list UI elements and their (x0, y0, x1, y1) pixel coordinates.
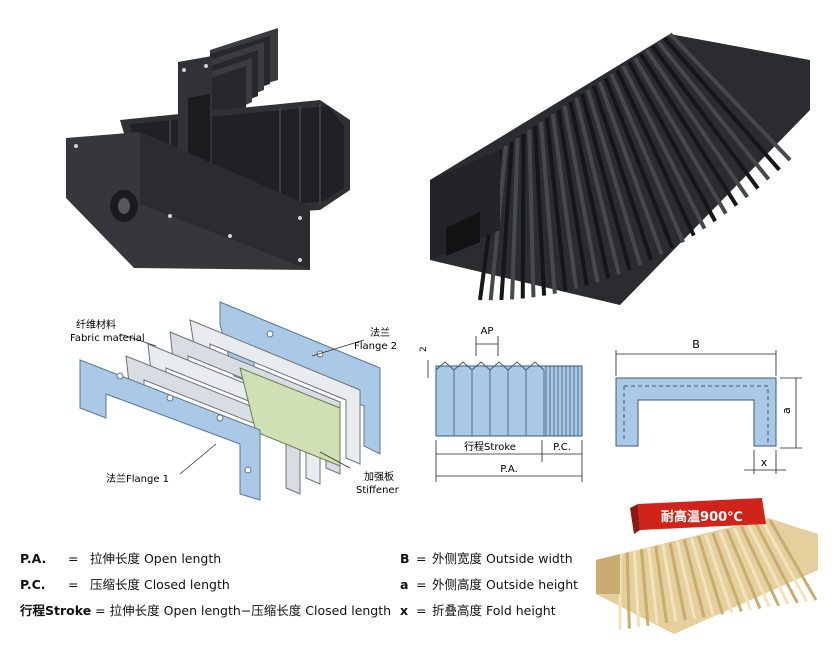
fold-line (633, 56, 728, 215)
fold-line (615, 69, 696, 237)
tan-fold-line (647, 547, 659, 625)
tan-fold-line (761, 520, 808, 603)
tan-fold-line (711, 532, 743, 612)
tan-fold-line (704, 534, 734, 614)
side-body (435, 361, 583, 437)
fold-line (499, 141, 514, 301)
tan-fold-line (725, 529, 762, 610)
long-bellows-photo (430, 32, 810, 305)
tan-end-flange (596, 554, 620, 594)
high-temp-bellows-photo: 耐高温900℃ (596, 498, 818, 634)
legend-row-b: B=外侧宽度 Outside width (400, 551, 573, 566)
pc-label: P.C. (553, 442, 571, 453)
fold-line (638, 52, 739, 207)
tan-fold-line (668, 542, 687, 621)
fold-line (586, 89, 643, 266)
fold-line (609, 73, 685, 243)
fold-line (603, 77, 675, 250)
fold-line (562, 105, 600, 283)
tan-fold-line (689, 537, 715, 617)
tan-fold-line (675, 540, 697, 619)
fold-line (556, 109, 589, 286)
fold-line (591, 85, 653, 261)
fold-line (574, 97, 621, 275)
tan-fold-line (632, 550, 641, 628)
tan-fold-line (661, 544, 678, 622)
x-label: x (761, 456, 768, 469)
fold-line (668, 32, 792, 162)
stepped-bellows-photo (66, 28, 350, 270)
fold-line (644, 48, 749, 199)
tan-fold-line (625, 552, 631, 629)
fold-line (621, 65, 707, 230)
fold-line (597, 81, 664, 255)
badge-text: 耐高温900℃ (661, 509, 743, 525)
tan-fold-line (747, 524, 790, 605)
stiffener-plate (239, 367, 341, 467)
tan-fold-line (740, 525, 781, 607)
fold-dim-label: 2 (419, 346, 429, 352)
tan-fold-line (639, 549, 650, 626)
fold-line (662, 36, 781, 172)
fold-line (580, 93, 632, 271)
u-section-shape (615, 377, 777, 447)
fold-line (544, 117, 568, 292)
stroke-label: 行程Stroke (464, 440, 516, 453)
stiffener-label-cn: 加强板 (364, 470, 394, 483)
legend-row-x: x=折叠高度 Fold height (400, 603, 556, 618)
fold-line (539, 121, 557, 294)
exploded-diagram: 纤维材料 Fabric material 法兰 Flange 2 法兰Flang… (70, 301, 400, 501)
fold-line (568, 101, 611, 279)
tan-fold-line (754, 522, 799, 604)
tan-fold-line (654, 545, 669, 624)
flange2-label-en: Flange 2 (354, 341, 397, 352)
legend-row-pc: P.C.=压缩长度 Closed length (20, 577, 230, 592)
high-temp-badge: 耐高温900℃ (630, 498, 766, 534)
ap-label: AP (481, 326, 494, 337)
side-body-rect (435, 365, 583, 437)
fold-line (533, 125, 547, 296)
tan-fold-line (718, 530, 753, 611)
bellows-folds (478, 32, 792, 301)
fold-line (510, 137, 520, 300)
fabric-label-cn: 纤维材料 (76, 318, 116, 331)
fold-line (627, 61, 717, 223)
b-label: B (692, 338, 700, 351)
fold-line (527, 129, 536, 298)
fold-line (650, 44, 760, 190)
a-label: a (780, 407, 793, 414)
legend-row-pa: P.A.=拉伸长度 Open length (20, 551, 222, 566)
pa-label: P.A. (500, 464, 518, 475)
stiffener-label-en: Stiffener (356, 485, 400, 496)
side-dimension-diagram: AP 2 行程Stroke P.C. P.A. (419, 326, 583, 482)
flange-1-plate (79, 359, 261, 501)
section-dimension-diagram: B a x (615, 338, 802, 474)
fold-line (550, 113, 579, 289)
flange1-label: 法兰Flange 1 (106, 472, 169, 485)
fold-line (656, 40, 771, 181)
tan-fold-line (697, 535, 725, 615)
fold-line (520, 133, 526, 299)
tan-fold-line (732, 527, 771, 608)
tan-fold-line (682, 539, 706, 618)
legend-row-stroke: 行程Stroke = 拉伸长度 Open length−压缩长度 Closed … (20, 603, 392, 618)
fabric-label-en: Fabric material (70, 333, 145, 344)
legend-row-a: a=外侧高度 Outside height (400, 577, 579, 592)
tan-fold-line (768, 519, 818, 601)
flange2-label-cn: 法兰 (370, 326, 390, 339)
